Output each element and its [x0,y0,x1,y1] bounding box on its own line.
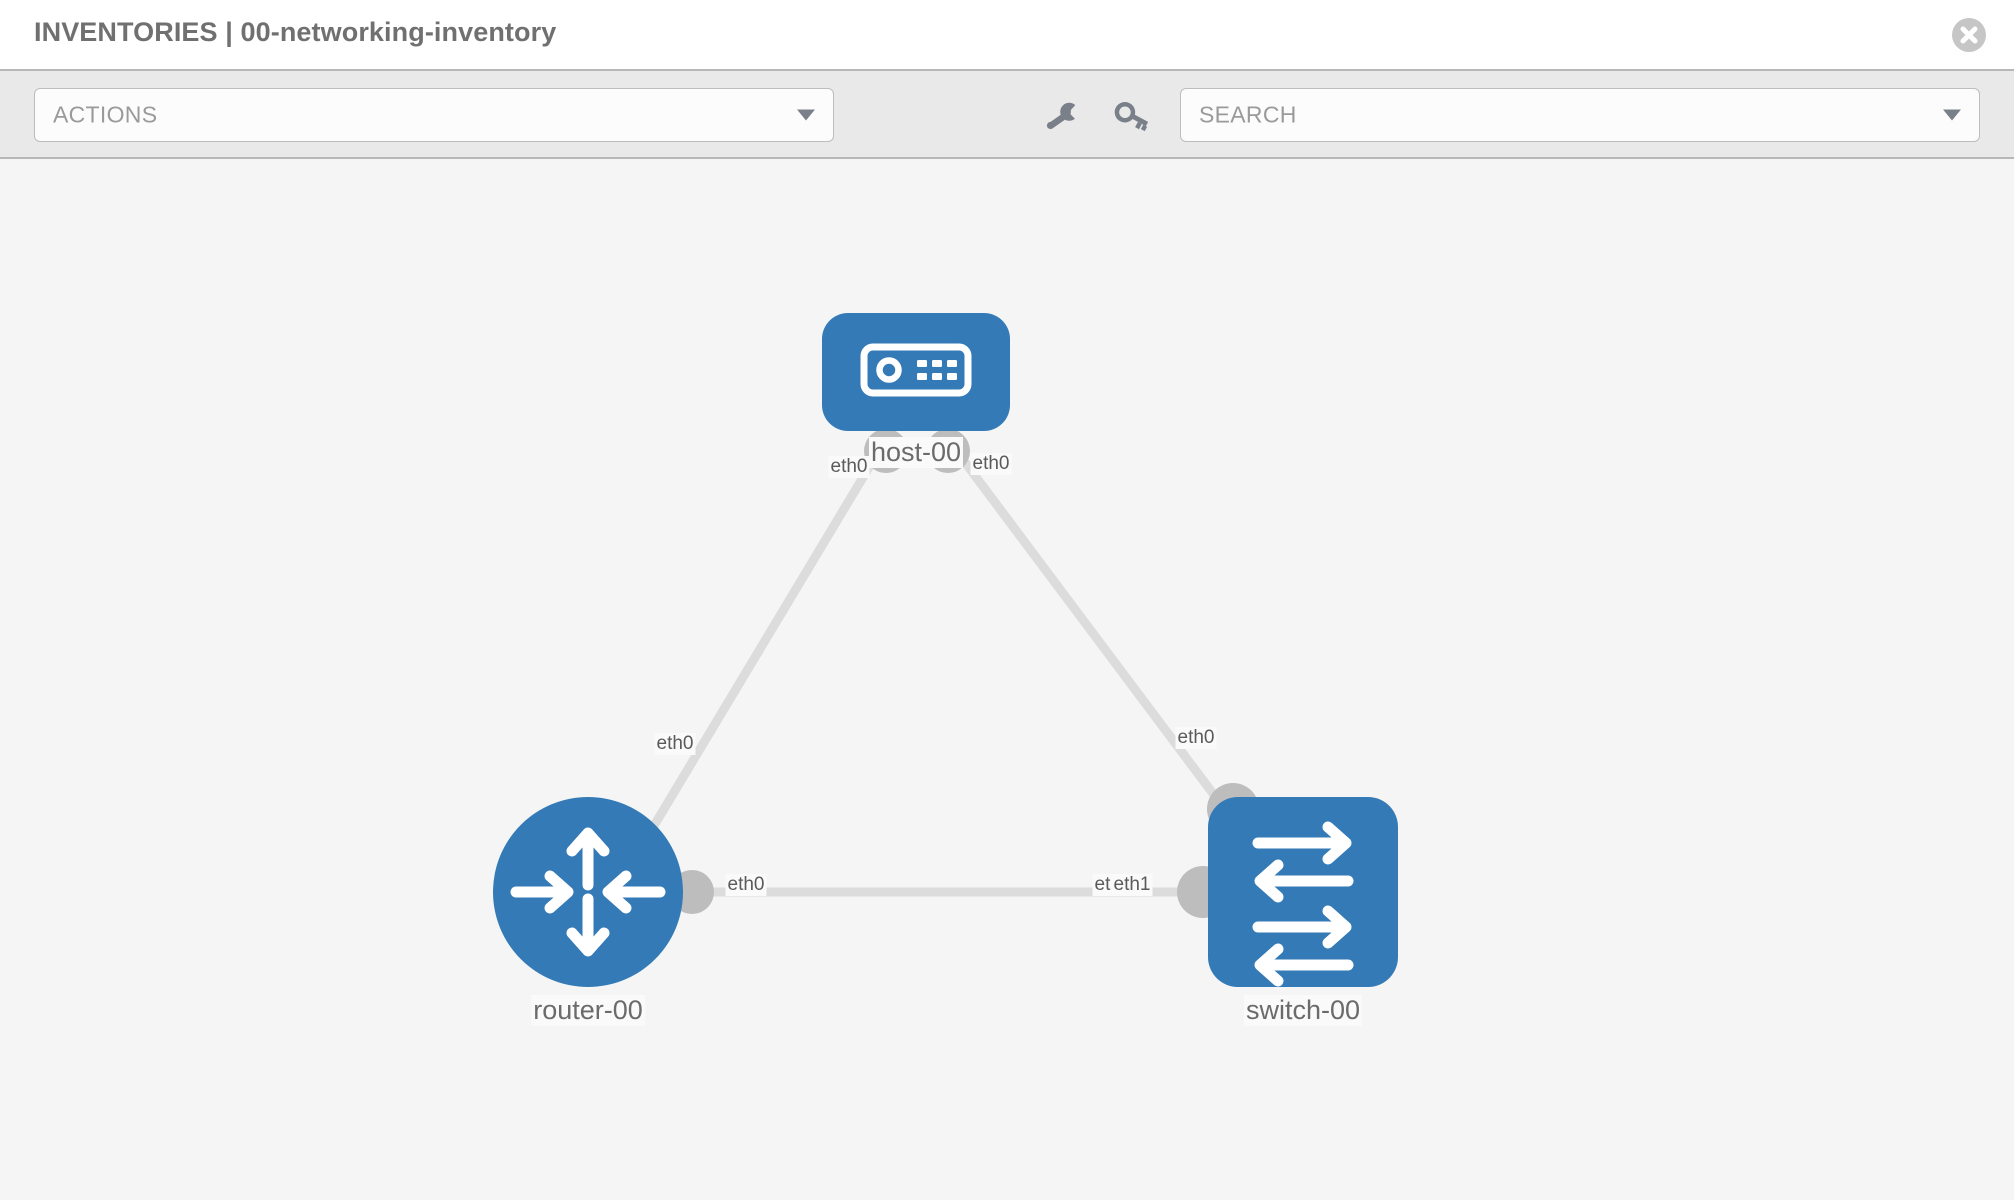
topology-graph [493,313,1398,987]
switch-icon [1252,821,1354,987]
node-label-host-00: host-00 [868,437,964,468]
router-icon [510,827,666,957]
page-title: INVENTORIES | 00-networking-inventory [34,17,557,47]
search-input[interactable]: SEARCH [1180,88,1980,142]
topology-canvas[interactable]: eth0 eth0 eth0 eth0 eth0 eth0 eth1 host-… [0,159,2014,1200]
node-label-switch-00: switch-00 [1243,995,1363,1026]
server-icon [860,343,972,397]
close-icon[interactable] [1952,18,1986,52]
chevron-down-icon [797,109,815,121]
chevron-down-icon [1943,109,1961,121]
node-host-00[interactable] [822,313,1010,431]
iface-label-host00-eth0-right: eth0 [970,453,1012,475]
search-placeholder: SEARCH [1199,101,1297,128]
actions-dropdown[interactable]: ACTIONS [34,88,834,142]
topology-links [636,446,1236,897]
iface-label-switch00-eth0-uplink: eth0 [1175,727,1217,749]
node-switch-00[interactable] [1208,797,1398,987]
toolbar: ACTIONS SEARCH [0,71,2014,159]
page-header: INVENTORIES | 00-networking-inventory [0,0,2014,71]
iface-label-host00-eth0-left: eth0 [828,456,870,478]
node-router-00[interactable] [493,797,683,987]
node-label-router-00: router-00 [531,995,645,1026]
iface-label-switch00-eth1-west: eth1 [1111,874,1153,896]
iface-label-router00-eth0-uplink: eth0 [654,733,696,755]
key-icon[interactable] [1112,99,1152,133]
iface-label-router00-eth0-east: eth0 [725,874,767,896]
topology-interface-nubs [670,429,1259,918]
link-host00-switch00[interactable] [951,446,1236,822]
actions-dropdown-label: ACTIONS [53,101,158,128]
wrench-icon[interactable] [1042,99,1082,133]
link-host00-router00[interactable] [636,446,884,852]
